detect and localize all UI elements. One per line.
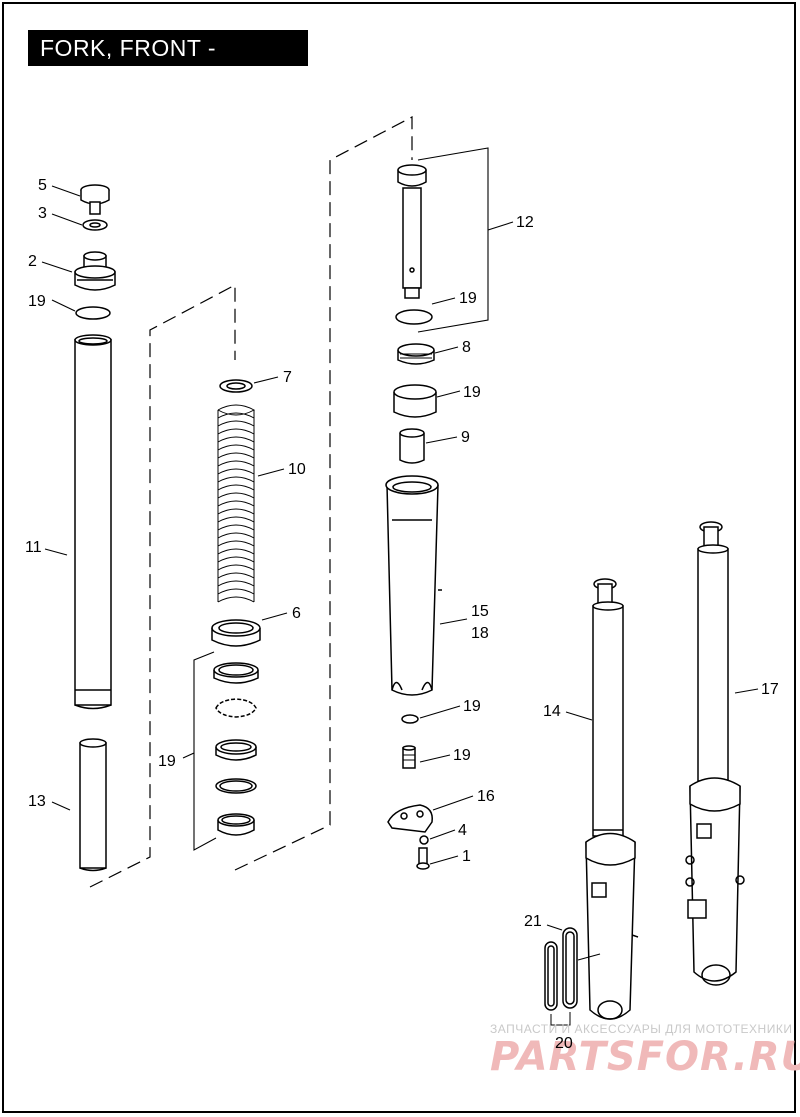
callout-18: 18 — [471, 625, 489, 642]
watermark-line2: PARTSFOR.RU — [490, 1034, 800, 1080]
callout-7: 7 — [283, 369, 292, 386]
callout-13: 13 — [28, 793, 46, 810]
part-6-spring-seat — [211, 619, 261, 647]
watermark: ЗАПЧАСТИ И АКСЕССУАРЫ ДЛЯ МОТОТЕХНИКИ PA… — [490, 1022, 800, 1080]
part-1-cap-screw — [416, 847, 430, 870]
callout-19: 19 — [28, 293, 46, 310]
leader-lines — [41, 147, 759, 961]
page-title: FORK, FRONT - FXCWC — [28, 30, 308, 97]
part-19-damper-bolt — [402, 745, 416, 769]
callout-19: 19 — [453, 747, 471, 764]
callout-11: 11 — [25, 539, 42, 556]
callout-6: 6 — [292, 605, 301, 622]
part-8-rebound-spring — [397, 343, 435, 365]
callout-1: 1 — [462, 848, 471, 865]
part-20-21-reflectors — [544, 927, 578, 1026]
part-15-fork-slider — [385, 475, 442, 696]
callout-8: 8 — [462, 339, 471, 356]
callout-19: 19 — [459, 290, 477, 307]
callout-15: 15 — [471, 603, 489, 620]
callout-4: 4 — [458, 822, 467, 839]
part-13-spacer-tube — [79, 738, 107, 872]
callout-3: 3 — [38, 205, 47, 222]
callout-19: 19 — [158, 753, 176, 770]
part-14-left-fork-assembly — [585, 578, 639, 1020]
part-5-cap-bolt — [80, 184, 110, 215]
part-19-o-ring-top — [75, 306, 111, 320]
part-7-washer — [219, 379, 253, 393]
part-10-spring — [217, 404, 256, 603]
part-11-fork-tube — [74, 334, 112, 710]
callout-19: 19 — [463, 698, 481, 715]
callout-17: 17 — [761, 681, 779, 698]
part-9-oil-lock — [399, 428, 425, 464]
watermark-line1: ЗАПЧАСТИ И АКСЕССУАРЫ ДЛЯ МОТОТЕХНИКИ — [490, 1022, 792, 1036]
callout-16: 16 — [477, 788, 495, 805]
part-17-right-fork-assembly — [685, 521, 745, 986]
part-2-fork-cap — [74, 251, 116, 291]
part-19-small-o-ring — [401, 714, 419, 724]
callout-9: 9 — [461, 429, 470, 446]
callout-12: 12 — [516, 214, 534, 231]
part-16-axle-cap — [387, 804, 433, 833]
part-19-seal-group — [213, 662, 259, 836]
callout-21: 21 — [524, 913, 542, 930]
part-4-lock-washer — [419, 835, 429, 845]
part-3-washer — [82, 219, 108, 231]
assembly-guide-lines — [89, 116, 413, 888]
callout-19: 19 — [463, 384, 481, 401]
part-12-damper-rod — [397, 164, 427, 299]
part-19-bushing — [393, 384, 437, 418]
callout-14: 14 — [543, 703, 561, 720]
callout-labels: 5 3 2 19 11 13 7 10 6 19 12 19 8 19 9 15… — [25, 177, 779, 1052]
callout-2: 2 — [28, 253, 37, 270]
callout-10: 10 — [288, 461, 306, 478]
part-19-rod-ring — [395, 309, 433, 325]
callout-20: 20 — [555, 1035, 573, 1052]
callout-5: 5 — [38, 177, 47, 194]
